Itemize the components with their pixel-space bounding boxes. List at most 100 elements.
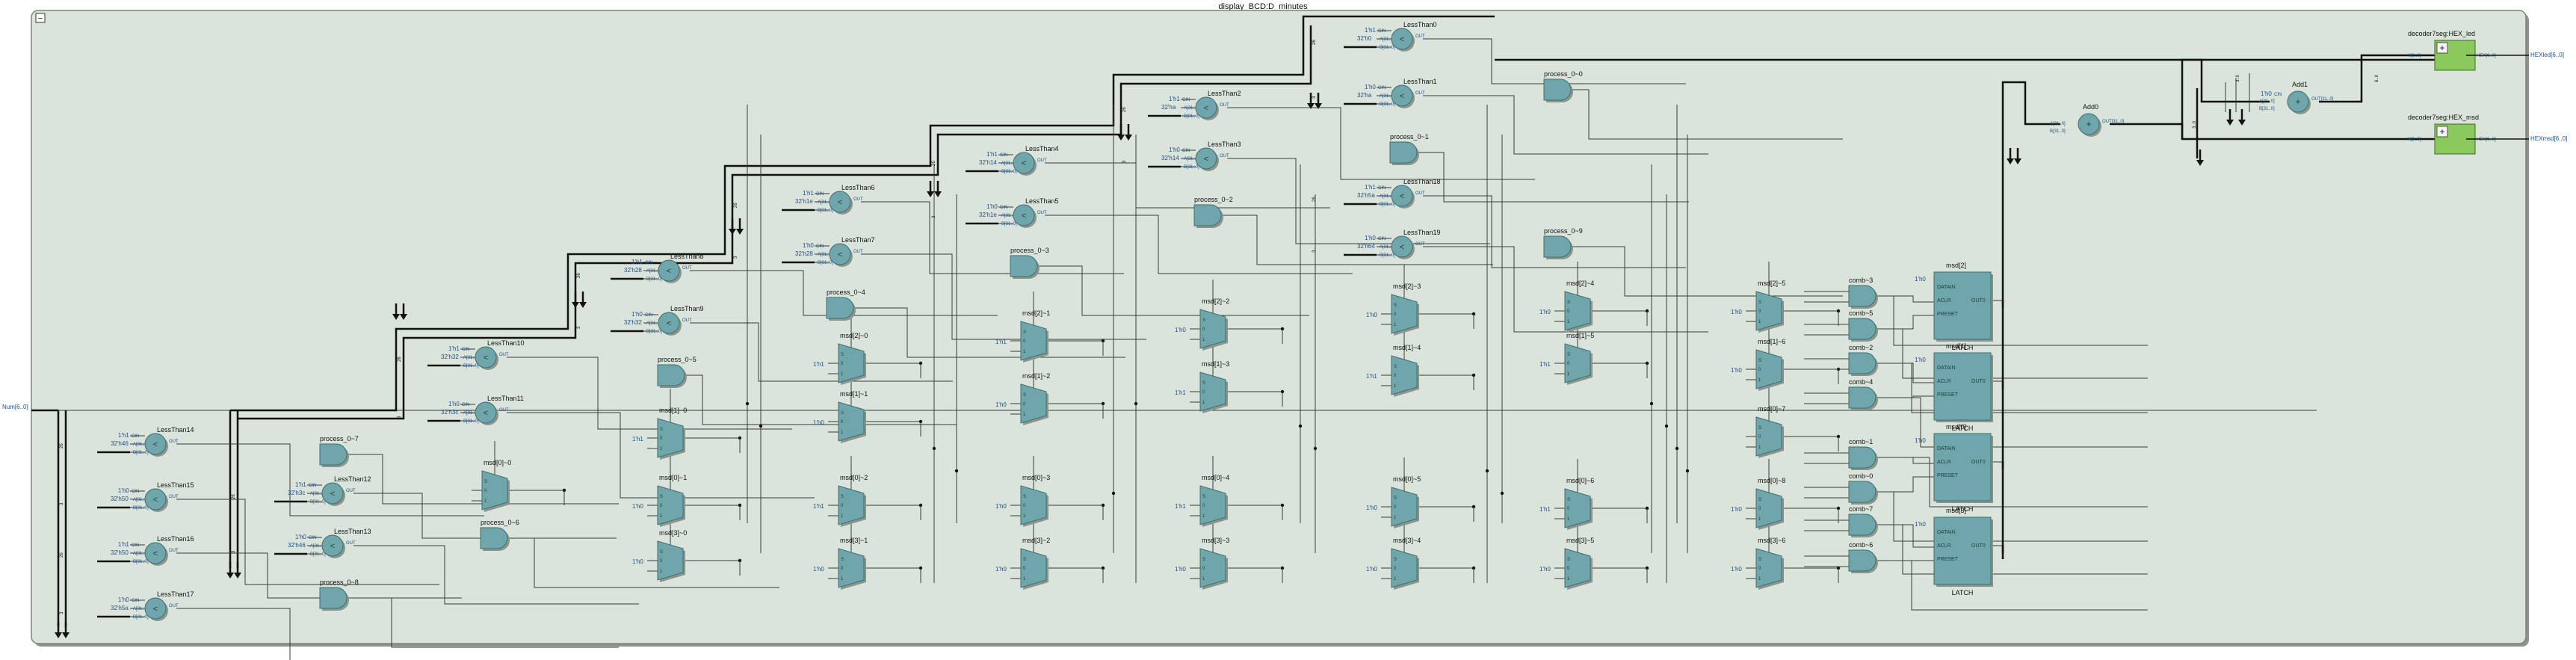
mux-name: msd[3]~2 <box>1022 537 1050 544</box>
gate-process-0-7[interactable]: process_0~7 <box>319 435 359 467</box>
latch-body <box>1933 271 1992 340</box>
pin-cin: CIN <box>132 543 139 548</box>
bus-width-label: 3 <box>577 326 581 329</box>
gate-process-0-0[interactable]: process_0~0 <box>1543 70 1583 102</box>
comparator-name: LessThan3 <box>1208 141 1241 148</box>
mux-name: msd[0]~2 <box>840 474 868 481</box>
gate-process-0-6[interactable]: process_0~6 <box>480 519 519 551</box>
latch-pin-aclr: ACLR <box>1937 460 1951 465</box>
output-port-hexmsd[interactable]: HEXmsd[6..0] <box>2466 135 2567 142</box>
mux-pin-sel: S <box>484 480 487 484</box>
gate-process-0-2[interactable]: process_0~2 <box>1193 196 1233 228</box>
gate-comb-7[interactable]: comb~7 <box>1848 505 1878 537</box>
comparator-symbol: < <box>153 440 158 449</box>
pin-a: A[31..0] <box>646 321 662 326</box>
gate-process-0-8[interactable]: process_0~8 <box>319 579 359 611</box>
gate-comb-1[interactable]: comb~1 <box>1848 438 1878 470</box>
gate-process-0-5[interactable]: process_0~5 <box>657 356 696 388</box>
comparator-name: LessThan14 <box>157 426 194 434</box>
gate-comb-2[interactable]: comb~2 <box>1848 344 1878 376</box>
gate-comb-0[interactable]: comb~0 <box>1848 472 1878 505</box>
comparator-body <box>1195 96 1217 119</box>
gate-name: comb~6 <box>1849 541 1873 549</box>
comparator-symbol: < <box>667 319 671 328</box>
input-port-num[interactable]: Num[6..0] <box>2 404 58 412</box>
comparator-name: LessThan12 <box>334 475 371 483</box>
mux-constant: 1'h0 <box>1539 309 1551 315</box>
latch-type: LATCH <box>1952 505 1974 513</box>
gate-comb-3[interactable]: comb~3 <box>1848 277 1878 309</box>
gate-process-0-9[interactable]: process_0~9 <box>1543 227 1583 259</box>
gate-process-0-1[interactable]: process_0~1 <box>1389 133 1429 165</box>
gate-comb-4[interactable]: comb~4 <box>1848 378 1878 410</box>
decoder-decoder7seg-hex-msd[interactable]: decoder7seg:HEX_msd+N[3..0]HEX[6..0] <box>2408 114 2496 155</box>
latch-constant: 1'h0 <box>1915 276 1926 283</box>
output-port-hexled[interactable]: HEXled[6..0] <box>2466 52 2564 58</box>
gate-comb-6[interactable]: comb~6 <box>1848 541 1878 573</box>
gate-process-0-4[interactable]: process_0~4 <box>826 289 865 321</box>
mux-constant: 1'h1 <box>1539 361 1551 368</box>
collapse-button[interactable] <box>35 13 46 23</box>
gate-process-0-3[interactable]: process_0~3 <box>1010 247 1049 279</box>
gate-comb-5[interactable]: comb~5 <box>1848 309 1878 342</box>
decoder-decoder7seg-hex-led[interactable]: decoder7seg:HEX_led+N[3..0]HEX[6..0] <box>2408 30 2496 71</box>
mux-pin-1: 1 <box>660 570 663 574</box>
